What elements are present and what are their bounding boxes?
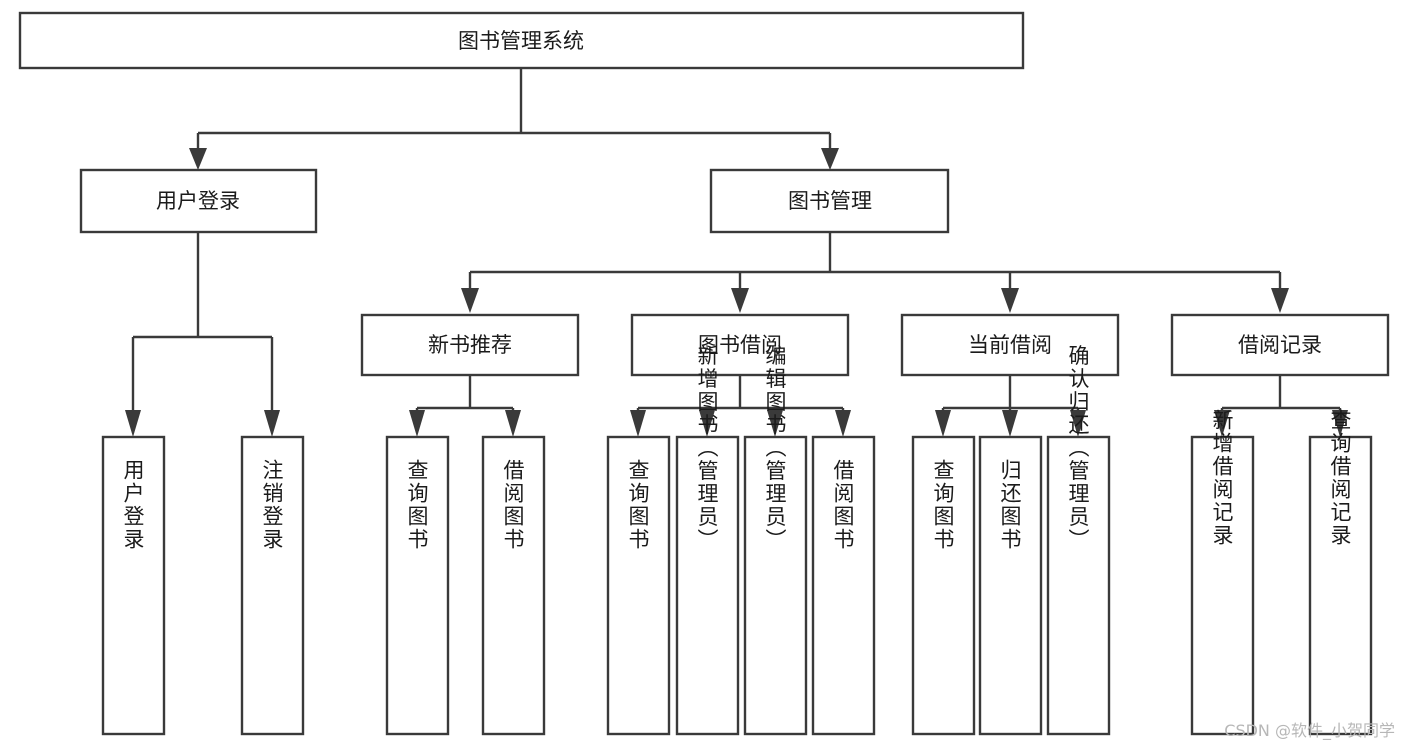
node-book-management-box[interactable] xyxy=(709,168,950,234)
arrowhead-to-user-login xyxy=(189,148,207,170)
leaf-bookborrow-borrow-book-box[interactable] xyxy=(811,435,876,736)
arrowhead-bookborrow-leaf-3 xyxy=(767,410,783,437)
node-book-borrow-label: 图书借阅 xyxy=(698,333,782,357)
leaf-newbook-query-book-label: 查询图书 xyxy=(405,459,429,551)
node-current-borrow-box[interactable] xyxy=(900,313,1120,377)
leaf-node-logout[interactable]: 注销登录 xyxy=(240,435,305,736)
leaf-currentborrow-confirm-return-label: 确认归还（管理员） xyxy=(1066,345,1090,552)
arrowhead-currentborrow-leaf-1 xyxy=(935,410,951,437)
leaf-bookborrow-query-book-box[interactable] xyxy=(606,435,671,736)
leaf-borrowrecord-add-record-box[interactable] xyxy=(1190,435,1255,736)
leaf-logout-box[interactable] xyxy=(240,435,305,736)
leaf-node-bookborrow-add-book[interactable]: 新增图书（管理员） xyxy=(675,345,740,736)
node-root-box[interactable] xyxy=(18,11,1025,70)
leaf-bookborrow-edit-book-label: 编辑图书（管理员） xyxy=(763,345,787,552)
node-user-login-label: 用户登录 xyxy=(156,189,240,213)
leaf-node-currentborrow-return-book[interactable]: 归还图书 xyxy=(978,435,1043,736)
leaf-node-newbook-borrow-book[interactable]: 借阅图书 xyxy=(481,435,546,736)
arrowhead-to-borrow-record xyxy=(1271,288,1289,313)
leaf-user-login-box[interactable] xyxy=(101,435,166,736)
arrowhead-newbook-leaf-1 xyxy=(409,410,425,437)
node-book-management-label: 图书管理 xyxy=(788,189,872,213)
node-book-management[interactable]: 图书管理 xyxy=(709,168,950,234)
leaf-node-currentborrow-confirm-return[interactable]: 确认归还（管理员） xyxy=(1046,345,1111,736)
arrowhead-bookborrow-leaf-2 xyxy=(699,410,715,437)
leaf-currentborrow-confirm-return-box[interactable] xyxy=(1046,435,1111,736)
arrowhead-bookborrow-leaf-1 xyxy=(630,410,646,437)
arrowhead-borrowrecord-leaf-2 xyxy=(1332,410,1348,437)
node-borrow-record-box[interactable] xyxy=(1170,313,1390,377)
node-borrow-record[interactable]: 借阅记录 xyxy=(1170,313,1390,377)
arrowhead-currentborrow-leaf-2 xyxy=(1002,410,1018,437)
arrowhead-leaf-user-login xyxy=(125,410,141,437)
arrowhead-to-current-borrow xyxy=(1001,288,1019,313)
node-new-book-recommend-label: 新书推荐 xyxy=(428,333,512,357)
node-user-login[interactable]: 用户登录 xyxy=(79,168,318,234)
leaf-node-user-login[interactable]: 用户登录 xyxy=(101,435,166,736)
leaf-currentborrow-return-book-label: 归还图书 xyxy=(998,459,1022,551)
arrowhead-to-book-mgmt xyxy=(821,148,839,170)
arrowhead-currentborrow-leaf-3 xyxy=(1070,410,1086,437)
node-new-book-recommend[interactable]: 新书推荐 xyxy=(360,313,580,377)
leaf-newbook-borrow-book-box[interactable] xyxy=(481,435,546,736)
leaf-bookborrow-add-book-label: 新增图书（管理员） xyxy=(695,345,719,552)
leaf-currentborrow-return-book-box[interactable] xyxy=(978,435,1043,736)
leaf-newbook-query-book-box[interactable] xyxy=(385,435,450,736)
node-book-borrow-box[interactable] xyxy=(630,313,850,377)
leaf-borrowrecord-add-record-label: 新增借阅记录 xyxy=(1210,409,1234,547)
leaf-node-borrowrecord-query-record[interactable]: 查询借阅记录 xyxy=(1308,409,1373,736)
node-root-label: 图书管理系统 xyxy=(458,29,584,53)
leaf-node-borrowrecord-add-record[interactable]: 新增借阅记录 xyxy=(1190,409,1255,736)
leaf-bookborrow-borrow-book-label: 借阅图书 xyxy=(831,459,855,551)
leaf-borrowrecord-query-record-label: 查询借阅记录 xyxy=(1328,409,1352,547)
leaf-currentborrow-query-book-box[interactable] xyxy=(911,435,976,736)
arrowhead-borrowrecord-leaf-1 xyxy=(1214,410,1230,437)
connector-layer xyxy=(125,68,1348,437)
arrowhead-leaf-logout xyxy=(264,410,280,437)
leaf-borrowrecord-query-record-box[interactable] xyxy=(1308,435,1373,736)
node-user-login-box[interactable] xyxy=(79,168,318,234)
leaf-bookborrow-edit-book-box[interactable] xyxy=(743,435,808,736)
leaf-node-currentborrow-query-book[interactable]: 查询图书 xyxy=(911,435,976,736)
node-borrow-record-label: 借阅记录 xyxy=(1238,333,1322,357)
arrowhead-bookborrow-leaf-4 xyxy=(835,410,851,437)
arrowhead-to-new-book xyxy=(461,288,479,313)
leaf-currentborrow-query-book-label: 查询图书 xyxy=(931,459,955,551)
arrowhead-newbook-leaf-2 xyxy=(505,410,521,437)
node-root-book-management-system[interactable]: 图书管理系统 xyxy=(18,11,1025,70)
node-book-borrow[interactable]: 图书借阅 xyxy=(630,313,850,377)
leaf-logout-label: 注销登录 xyxy=(260,459,284,551)
leaf-bookborrow-add-book-box[interactable] xyxy=(675,435,740,736)
node-new-book-recommend-box[interactable] xyxy=(360,313,580,377)
leaf-node-bookborrow-edit-book[interactable]: 编辑图书（管理员） xyxy=(743,345,808,736)
leaf-bookborrow-query-book-label: 查询图书 xyxy=(626,459,650,551)
node-current-borrow-label: 当前借阅 xyxy=(968,333,1052,357)
leaf-user-login-label: 用户登录 xyxy=(121,459,145,551)
node-current-borrow[interactable]: 当前借阅 xyxy=(900,313,1120,377)
leaf-node-newbook-query-book[interactable]: 查询图书 xyxy=(385,435,450,736)
leaf-newbook-borrow-book-label: 借阅图书 xyxy=(501,459,525,551)
leaf-node-bookborrow-borrow-book[interactable]: 借阅图书 xyxy=(811,435,876,736)
arrowhead-to-book-borrow xyxy=(731,288,749,313)
leaf-node-bookborrow-query-book[interactable]: 查询图书 xyxy=(606,435,671,736)
